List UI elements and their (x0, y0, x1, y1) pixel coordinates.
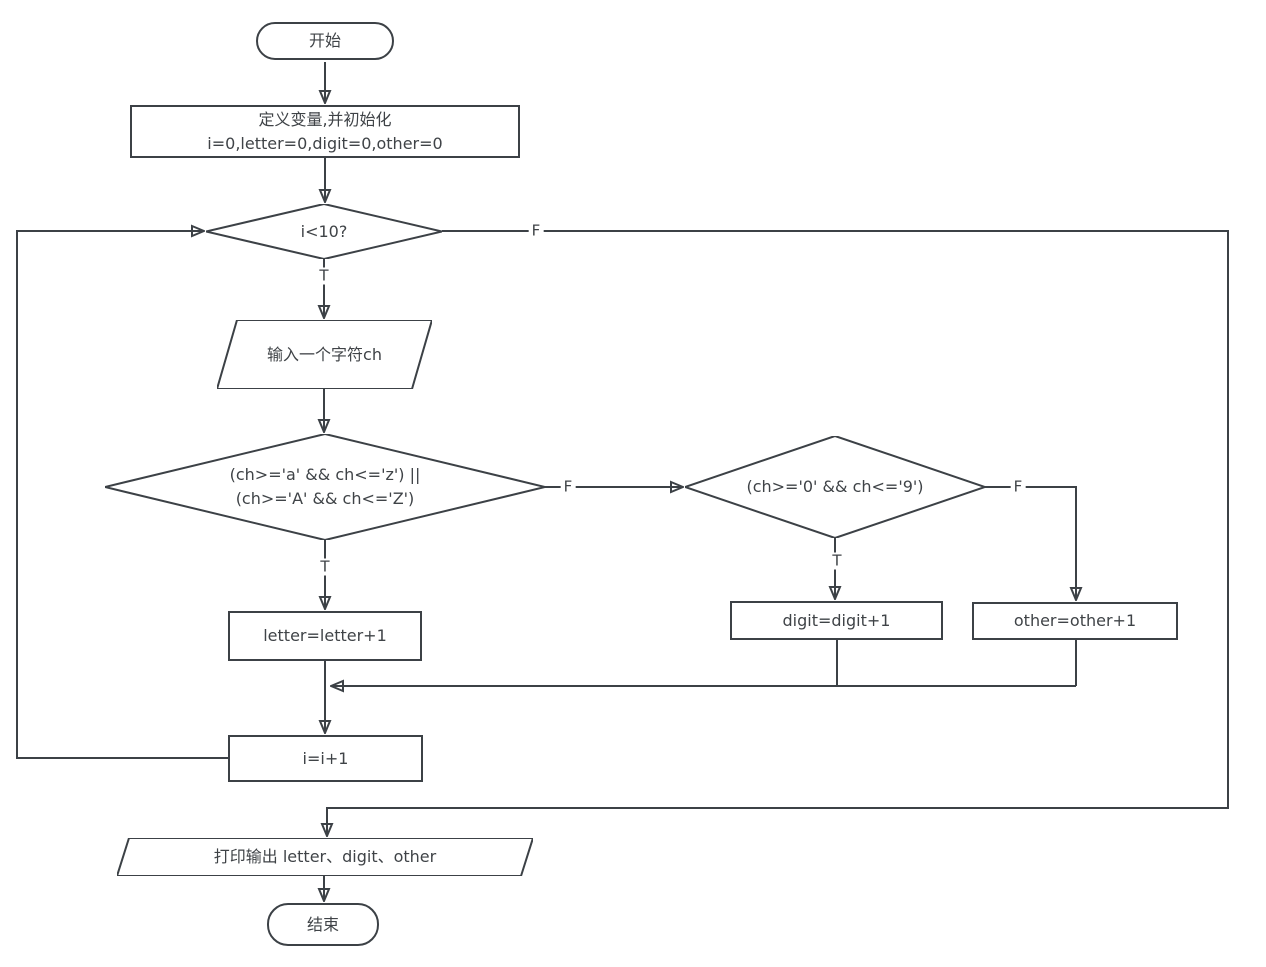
loop-condition-node: i<10? (206, 204, 442, 259)
alpha-condition-node: (ch>='a' && ch<='z') || (ch>='A' && ch<=… (105, 434, 545, 540)
parallelogram-shape (217, 320, 432, 389)
start-node: 开始 (256, 22, 394, 60)
digit-increment-label: digit=digit+1 (782, 610, 891, 630)
print-node: 打印输出 letter、digit、other (117, 838, 533, 876)
other-increment-node: other=other+1 (972, 602, 1178, 640)
diamond-shape (206, 204, 442, 259)
alpha-condition-line2: (ch>='A' && ch<='Z') (235, 489, 415, 508)
init-label-line1: 定义变量,并初始化 (258, 109, 392, 129)
init-label-line2: i=0,letter=0,digit=0,other=0 (207, 133, 443, 153)
parallelogram-shape (117, 838, 533, 876)
i-increment-label: i=i+1 (302, 748, 349, 768)
loop-condition-label: i<10? (300, 221, 348, 241)
edge-label-loopcond-false: F (528, 222, 544, 240)
end-node: 结束 (267, 903, 379, 946)
edge-label-loopcond-true: T (316, 267, 332, 285)
print-label: 打印输出 letter、digit、other (213, 847, 437, 866)
digit-condition-node: (ch>='0' && ch<='9') (685, 436, 985, 538)
edge-iinc-loopback (16, 231, 228, 759)
letter-increment-node: letter=letter+1 (228, 611, 422, 661)
input-label: 输入一个字符ch (267, 344, 382, 364)
diamond-shape (685, 436, 985, 538)
other-increment-label: other=other+1 (1013, 611, 1137, 630)
end-label: 结束 (306, 914, 339, 934)
digit-condition-label: (ch>='0' && ch<='9') (746, 477, 924, 496)
edge-label-digitcond-true: T (829, 552, 845, 570)
edge-label-digitcond-false: F (1010, 478, 1026, 496)
start-label: 开始 (308, 31, 341, 50)
letter-increment-label: letter=letter+1 (263, 626, 387, 645)
diamond-shape (105, 434, 545, 540)
digit-increment-node: digit=digit+1 (730, 601, 943, 640)
edge-label-alphacond-true: T (317, 558, 333, 576)
edge-label-alphacond-false: F (560, 478, 576, 496)
alpha-condition-line1: (ch>='a' && ch<='z') || (229, 465, 421, 484)
i-increment-node: i=i+1 (228, 735, 423, 782)
input-node: 输入一个字符ch (217, 320, 432, 389)
edge-digitcond-false-to-other (985, 486, 1076, 599)
init-node: 定义变量,并初始化 i=0,letter=0,digit=0,other=0 (130, 105, 520, 158)
edge-loopcond-false-to-print (327, 230, 1229, 835)
